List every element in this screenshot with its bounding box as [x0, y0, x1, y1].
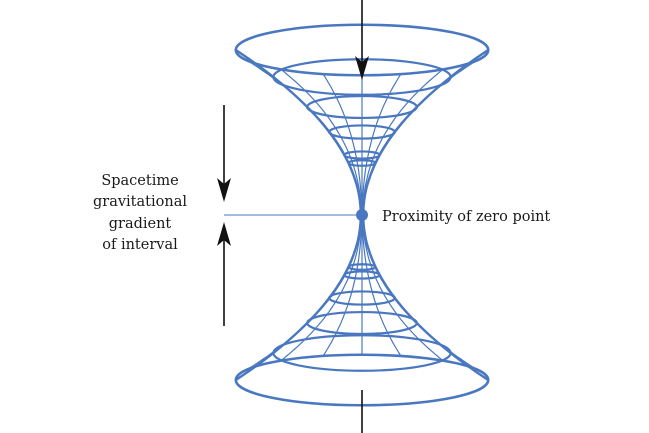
upper-silhouette	[235, 49, 364, 216]
arrows	[217, 0, 369, 433]
lower-meridian	[280, 214, 363, 362]
hyperboloid-funnel	[234, 23, 490, 407]
zero-point-label: Proximity of zero point	[382, 209, 550, 225]
lower-meridian	[361, 214, 402, 357]
left-label-line-3: gradient	[109, 216, 172, 232]
upper-meridian	[361, 60, 477, 216]
upper-meridian	[361, 73, 402, 216]
arrowhead-down-icon	[355, 56, 369, 80]
arrowhead-up-icon	[217, 222, 231, 246]
upper-meridian	[361, 68, 444, 216]
lower-meridian	[361, 214, 444, 362]
left-label-line-2: gravitational	[93, 194, 187, 210]
upper-meridian	[322, 73, 363, 216]
lower-meridian	[361, 214, 477, 370]
left-label-line-4: of interval	[102, 237, 178, 253]
left-label-line-1: Spacetime	[101, 173, 178, 189]
lower-meridian	[322, 214, 363, 357]
lower-silhouette	[235, 214, 364, 381]
arrowhead-down-icon	[217, 178, 231, 202]
zero-point-dot	[356, 209, 368, 221]
upper-meridian	[280, 68, 363, 216]
